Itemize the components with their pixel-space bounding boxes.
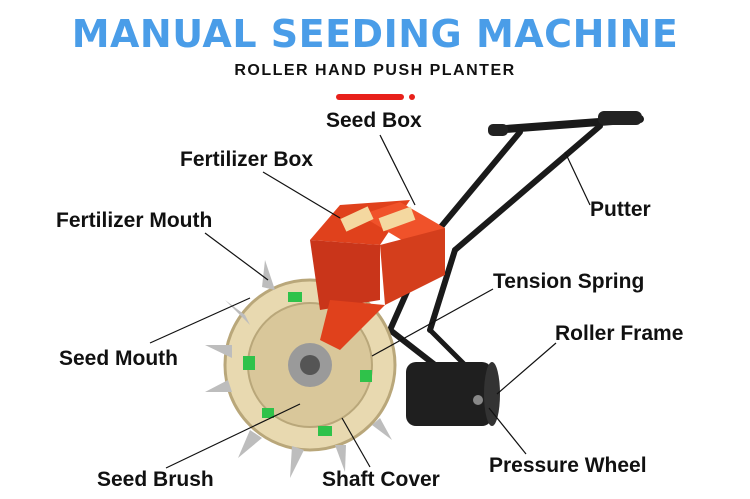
label-fertilizer-mouth: Fertilizer Mouth — [56, 209, 213, 232]
grip — [598, 111, 642, 125]
callout-lines — [149, 134, 591, 469]
title-divider-dot — [409, 94, 415, 100]
label-pressure-wheel: Pressure Wheel — [489, 454, 647, 477]
label-seed-box: Seed Box — [326, 109, 422, 132]
page-title: MANUAL SEEDING MACHINE — [71, 12, 679, 56]
label-putter: Putter — [590, 198, 651, 221]
grip-left — [488, 124, 508, 136]
label-seed-mouth: Seed Mouth — [59, 347, 178, 370]
page-subtitle: ROLLER HAND PUSH PLANTER — [234, 62, 516, 79]
pressure-roller — [406, 362, 500, 426]
label-fertilizer-box: Fertilizer Box — [180, 148, 314, 171]
label-shaft-cover: Shaft Cover — [322, 468, 440, 491]
seed-fertilizer-boxes — [310, 200, 445, 350]
label-seed-brush: Seed Brush — [97, 468, 214, 491]
label-roller-frame: Roller Frame — [555, 322, 684, 345]
label-tension-spring: Tension Spring — [493, 270, 645, 293]
title-divider — [336, 94, 404, 100]
